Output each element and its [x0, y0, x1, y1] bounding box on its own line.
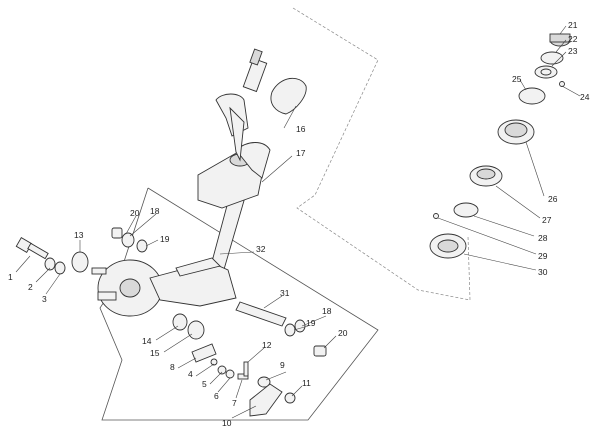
washer-4	[210, 358, 218, 366]
bracket-10	[249, 383, 283, 417]
callout-27: 27	[542, 215, 552, 225]
callout-26: 26	[548, 194, 558, 204]
callout-10: 10	[222, 418, 232, 428]
callout-4: 4	[188, 369, 193, 379]
callout-8: 8	[170, 362, 175, 372]
callout-18b: 18	[322, 306, 332, 316]
callout-28: 28	[538, 233, 548, 243]
washer	[44, 257, 56, 271]
bolt	[15, 237, 49, 260]
callout-3: 3	[42, 294, 47, 304]
callout-9: 9	[280, 360, 285, 370]
callout-20: 20	[130, 208, 140, 218]
swing-arm	[91, 257, 237, 317]
callout-11: 11	[302, 378, 311, 388]
callout-20b: 20	[338, 328, 348, 338]
bushing-14	[172, 313, 188, 331]
nut	[54, 261, 66, 275]
washer-5	[217, 365, 227, 375]
callout-13: 13	[74, 230, 84, 240]
callout-30: 30	[538, 267, 548, 277]
callout-17: 17	[296, 148, 306, 158]
callout-19b: 19	[306, 318, 316, 328]
callout-25: 25	[512, 74, 522, 84]
cap-cone	[270, 77, 307, 115]
screw-12	[243, 361, 249, 377]
callout-31: 31	[280, 288, 290, 298]
callout-14: 14	[142, 336, 152, 346]
spacer-20b	[313, 345, 327, 357]
dashed-region	[292, 7, 471, 301]
washer-19b	[284, 323, 296, 337]
bushing-15	[187, 320, 205, 340]
callout-2: 2	[28, 282, 33, 292]
bolt-7	[237, 373, 249, 380]
washer-19	[136, 239, 148, 253]
leader-lines	[15, 25, 581, 419]
callout-29: 29	[538, 251, 548, 261]
washer-18	[121, 232, 135, 248]
callout-6: 6	[214, 391, 219, 401]
spacer-20	[111, 227, 123, 239]
callout-16: 16	[296, 124, 306, 134]
callout-12: 12	[262, 340, 272, 350]
pin-31	[235, 301, 287, 327]
callout-5: 5	[202, 379, 207, 389]
bushing-13	[71, 251, 89, 273]
callout-23: 23	[568, 46, 578, 56]
callout-22: 22	[568, 34, 578, 44]
washer-18b	[294, 319, 306, 333]
callout-19: 19	[160, 234, 170, 244]
callout-15: 15	[150, 348, 160, 358]
washer-6	[225, 369, 235, 379]
callout-1: 1	[8, 272, 13, 282]
headset-stack	[429, 33, 571, 259]
callout-18: 18	[150, 206, 160, 216]
callout-labels: 1 2 3 4 5 6 7 8 9 10 11 12 13 14 15 16 1…	[8, 20, 590, 428]
callout-7: 7	[232, 398, 237, 408]
callout-21: 21	[568, 20, 578, 30]
steering-column	[197, 48, 271, 291]
callout-24: 24	[580, 92, 590, 102]
callout-32: 32	[256, 244, 266, 254]
